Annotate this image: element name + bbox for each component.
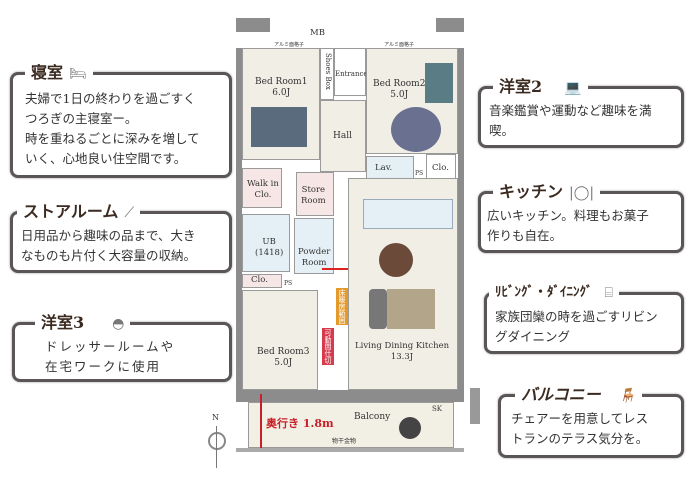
card-kitchen: キッチン|◯| 広いキッチン。料理もお菓子 作りも自在。 (478, 182, 684, 253)
bed (251, 107, 307, 147)
dining-table (379, 243, 413, 277)
ps-label: PS (415, 170, 424, 177)
card-balcony: バルコニー🪑 チェアーを用意してレス トランのテラス気分を。 (498, 385, 684, 458)
laptop-icon: 💻 (564, 79, 582, 96)
kitchen-counter (363, 199, 453, 229)
compass-needle (216, 426, 217, 468)
card-title: 寝室🛏 (25, 63, 93, 83)
card-body: チェアーを用意してレス トランのテラス気分を。 (511, 411, 649, 446)
compass-rose-icon (208, 432, 226, 450)
card-title: キッチン|◯| (493, 182, 601, 202)
sk-label: SK (432, 405, 443, 413)
card-title: ﾘﾋﾞﾝｸﾞ・ﾀﾞｲﾆﾝｸﾞ⌸ (489, 283, 619, 303)
balcony-rail (236, 448, 464, 452)
outer-wall (236, 48, 242, 398)
card-title: 洋室2💻 (493, 77, 588, 97)
movement-arrow (322, 268, 350, 270)
card-body: ドレッサールームや 在宅ワークに使用 (45, 339, 176, 374)
card-body: 家族団欒の時を過ごすリビン グダイニング (495, 309, 658, 344)
rug (391, 107, 441, 152)
walk-in-closet: Walk in Clo. (242, 168, 282, 208)
shoes-box: Shoes Box (320, 48, 334, 100)
powder-room: Powder Room (294, 218, 334, 274)
unit-bath: UB (1418) (242, 214, 290, 272)
card-body: 夫婦で1日の終わりを過ごすく つろぎの主寝室ー。 時を重ねるごとに深みを増して … (25, 91, 200, 166)
chair-icon: 🪑 (618, 387, 637, 404)
outer-wall (458, 48, 464, 398)
card-bedroom: 寝室🛏 夫婦で1日の終わりを過ごすく つろぎの主寝室ー。 時を重ねるごとに深みを… (10, 63, 232, 178)
depth-label: 奥行き 1.8m (266, 417, 334, 430)
card-title: ストアルーム⟋ (17, 202, 141, 222)
floor-heating-label: 床暖房範囲 (336, 288, 348, 325)
card-room3: 洋室3◓ ドレッサールームや 在宅ワークに使用 (12, 313, 232, 382)
rug (387, 289, 435, 329)
living-dining-kitchen: Living Dining Kitchen 13.3J (348, 178, 458, 390)
bed-icon: 🛏 (69, 65, 87, 82)
plate-cutlery-icon: |◯| (569, 184, 595, 201)
fishing-rod-ski-icon: ⟋ (124, 204, 135, 221)
entrance: Entrance (334, 48, 368, 96)
hanger-label: 物干金物 (332, 438, 357, 445)
bed (425, 63, 453, 103)
card-body: 広いキッチン。料理もお菓子 作りも自在。 (487, 208, 649, 243)
sofa (369, 289, 387, 329)
closet-left: Clo. (242, 274, 282, 288)
card-title: バルコニー🪑 (515, 385, 643, 405)
wall-block (236, 18, 270, 32)
partition-label: 可動間仕切 (322, 328, 334, 365)
window-label: アルミ面格子 (274, 42, 305, 48)
bed1-label: Bed Room1 6.0J (255, 77, 308, 98)
lavatory: Lav. (366, 156, 414, 182)
wall-block (436, 18, 464, 32)
balcony-label: Balcony (354, 412, 391, 422)
compass: N (204, 412, 234, 472)
depth-arrow (260, 394, 262, 450)
ps-label: PS (284, 280, 293, 287)
dresser-mirror-icon: ◓ (112, 315, 125, 332)
card-store-room: ストアルーム⟋ 日用品から趣味の品まで、大き なものも片付く大容量の収納。 (10, 202, 232, 273)
card-living-dining: ﾘﾋﾞﾝｸﾞ・ﾀﾞｲﾆﾝｸﾞ⌸ 家族団欒の時を過ごすリビン グダイニング (484, 283, 684, 354)
sofa-icon: ⌸ (604, 284, 613, 301)
closet-right: Clo. (426, 154, 456, 180)
balcony-wall (236, 390, 464, 402)
card-body: 日用品から趣味の品まで、大き なものも片付く大容量の収納。 (21, 228, 197, 263)
balcony-table (399, 417, 421, 439)
hall: Hall (320, 100, 366, 172)
bed-room-1: Bed Room1 6.0J (242, 48, 320, 160)
floor-plan: MB アルミ面格子 アルミ面格子 Bed Room1 6.0J Shoes Bo… (236, 18, 464, 458)
bed-room-2: Bed Room2 5.0J (366, 48, 458, 154)
card-body: 音楽鑑賞や運動など趣味を満 喫。 (489, 103, 652, 138)
card-title: 洋室3◓ (35, 313, 131, 333)
scroll-tab (470, 388, 480, 424)
mb-label: MB (310, 28, 325, 38)
store-room: Store Room (296, 172, 334, 216)
card-room2: 洋室2💻 音楽鑑賞や運動など趣味を満 喫。 (478, 77, 684, 148)
window-label: アルミ面格子 (384, 42, 415, 48)
bed-room-3: Bed Room3 5.0J (242, 290, 318, 390)
